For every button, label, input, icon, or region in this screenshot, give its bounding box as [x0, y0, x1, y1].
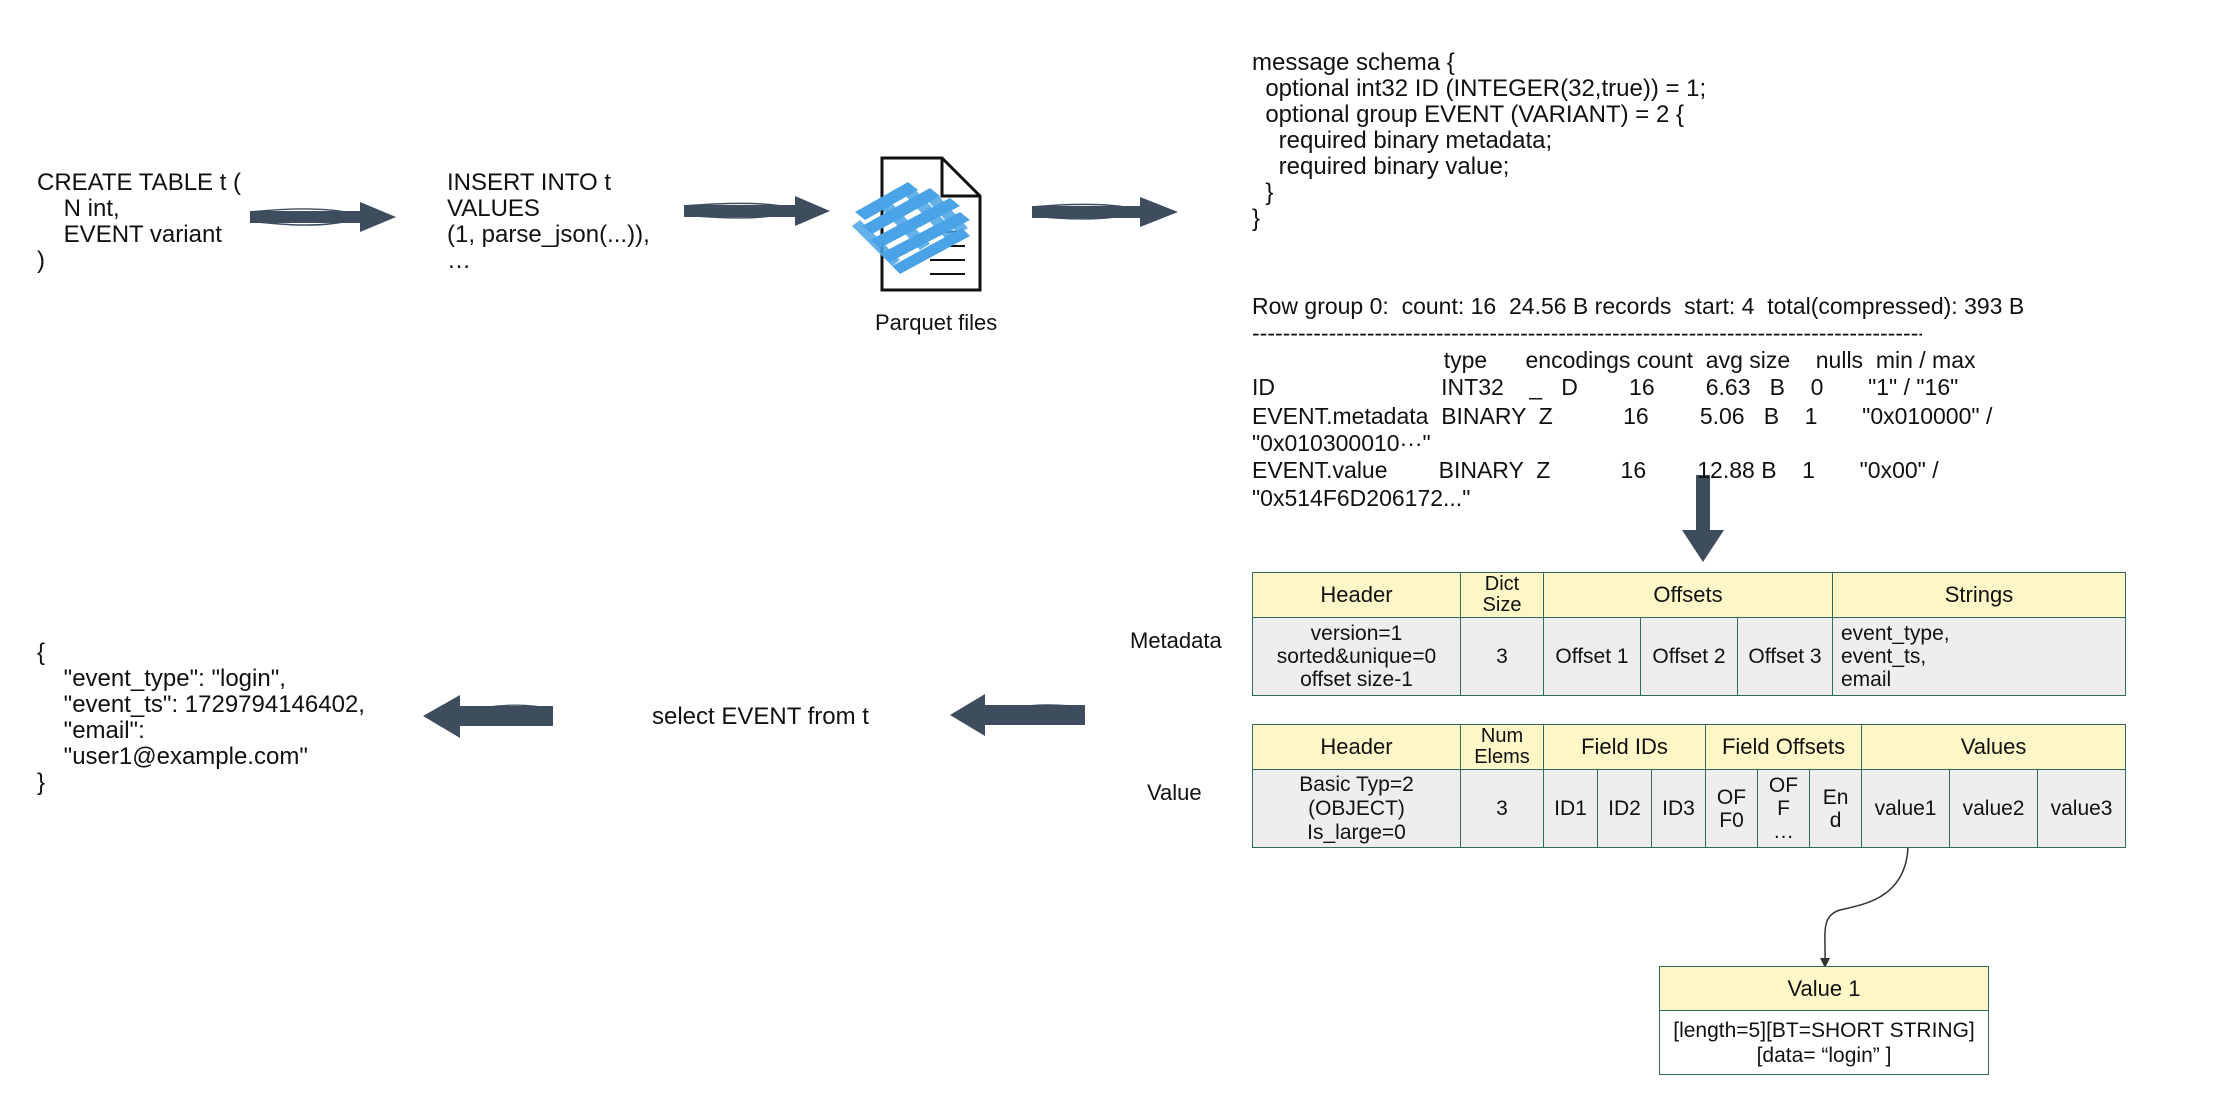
connector-value1	[1820, 847, 1909, 968]
value1-box-title: Value 1	[1659, 966, 1989, 1011]
row-group-row-id: ID INT32 _ D 16 6.63 B 0 "1" / "16"	[1252, 374, 1959, 400]
metadata-table: Header Dict Size Offsets Strings version…	[1252, 572, 2126, 696]
value-cell-value3: value3	[2037, 769, 2127, 848]
value-num-elems-col: Num Elems	[1460, 724, 1544, 770]
parquet-file-icon	[852, 156, 982, 292]
row-group-row-metadata-max: "0x010300010···"	[1252, 430, 1431, 456]
value-table: Header Num Elems Field IDs Field Offsets…	[1252, 724, 2127, 848]
arrow-left-select	[950, 694, 1086, 736]
value-field-offset-0: OF F0	[1705, 769, 1759, 848]
metadata-strings-value: event_type, event_ts, email	[1832, 617, 2126, 696]
parquet-files-label: Parquet files	[875, 310, 998, 335]
metadata-header-col: Header	[1252, 572, 1461, 618]
metadata-dict-size-col: Dict Size	[1460, 572, 1544, 618]
arrow-right-2	[683, 196, 830, 226]
metadata-strings-col: Strings	[1832, 572, 2126, 618]
row-group-row-value: EVENT.value BINARY Z 16 12.88 B 1 "0x00"…	[1252, 457, 1939, 483]
value-header-col: Header	[1252, 724, 1461, 770]
metadata-row-label: Metadata	[1130, 628, 1222, 653]
metadata-offset-3: Offset 3	[1737, 617, 1833, 696]
value-field-id-2: ID2	[1597, 769, 1652, 848]
value-row-label: Value	[1147, 780, 1202, 805]
row-group-row-value-max: "0x514F6D206172..."	[1252, 485, 1471, 511]
value-cell-value2: value2	[1949, 769, 2039, 848]
parquet-schema: message schema { optional int32 ID (INTE…	[1252, 49, 1707, 232]
value-cell-value1: value1	[1861, 769, 1951, 848]
value-field-id-1: ID1	[1543, 769, 1598, 848]
result-json: { "event_type": "login", "event_ts": 172…	[37, 639, 365, 796]
value-values-col: Values	[1861, 724, 2127, 770]
metadata-offsets-col: Offsets	[1543, 572, 1833, 618]
value1-box: Value 1 [length=5][BT=SHORT STRING] [dat…	[1659, 966, 1989, 1075]
metadata-header-value: version=1 sorted&unique=0 offset size-1	[1252, 617, 1461, 696]
arrow-down	[1682, 475, 1724, 562]
value-num-elems-value: 3	[1460, 769, 1544, 848]
value-field-id-3: ID3	[1650, 769, 1707, 848]
row-group-row-metadata: EVENT.metadata BINARY Z 16 5.06 B 1 "0x0…	[1252, 403, 1993, 429]
row-group-column-header: type encodings count avg size nulls min …	[1252, 347, 1976, 373]
create-table-sql: CREATE TABLE t ( N int, EVENT variant )	[37, 169, 242, 274]
metadata-offset-2: Offset 2	[1640, 617, 1738, 696]
arrow-right-1	[249, 202, 396, 232]
select-sql: select EVENT from t	[652, 703, 869, 730]
metadata-offset-1: Offset 1	[1543, 617, 1641, 696]
value-field-offset-1: OF F …	[1757, 769, 1811, 848]
row-group-separator: ----------------------------------------…	[1252, 320, 1922, 346]
value-field-offset-end: En d	[1809, 769, 1863, 848]
insert-sql: INSERT INTO t VALUES (1, parse_json(...)…	[447, 169, 650, 274]
value-header-value: Basic Typ=2 (OBJECT) Is_large=0	[1252, 769, 1461, 848]
arrow-left-result	[423, 695, 554, 738]
arrow-right-3	[1031, 197, 1178, 227]
value-field-offsets-col: Field Offsets	[1705, 724, 1863, 770]
metadata-dict-size-value: 3	[1460, 617, 1544, 696]
value-field-ids-col: Field IDs	[1542, 724, 1707, 770]
row-group-title: Row group 0: count: 16 24.56 B records s…	[1252, 293, 2025, 319]
value1-box-body: [length=5][BT=SHORT STRING] [data= “logi…	[1659, 1010, 1989, 1075]
